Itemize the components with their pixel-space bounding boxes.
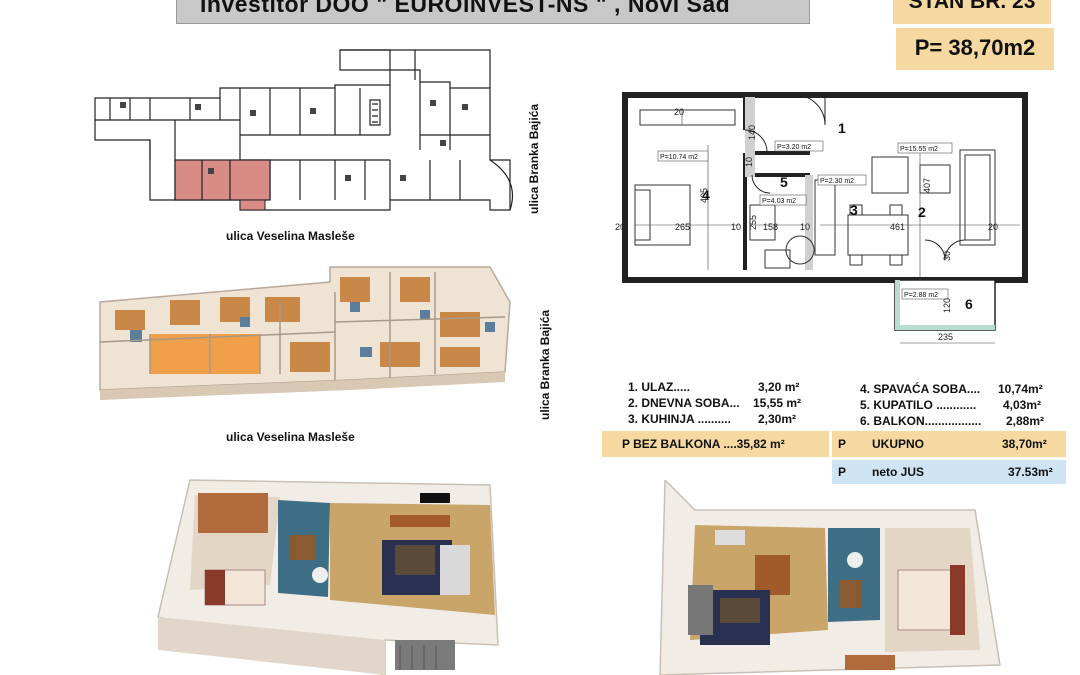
- dim-407: 407: [922, 178, 932, 193]
- street-label-east-2: ulica Branka Bajića: [538, 309, 552, 420]
- dim-30: 30: [942, 251, 952, 261]
- legend-item-3-value: 2,30m²: [758, 412, 797, 426]
- legend-item-2-value: 15,55 m²: [753, 396, 802, 410]
- room-area-5: P=4.03 m2: [762, 198, 796, 205]
- header-bar: [176, 0, 810, 24]
- dim-10-a: 10: [731, 222, 741, 232]
- total-area-value: 38,70m²: [1002, 437, 1047, 451]
- legend-item-4-value: 10,74m²: [998, 382, 1043, 396]
- room-number-2: 2: [918, 204, 926, 220]
- room-area-6: P=2.88 m2: [904, 292, 938, 299]
- net-area-value: 37.53m²: [1008, 465, 1053, 479]
- building-3d-render: [99, 266, 511, 400]
- legend-item-1-label: 1. ULAZ.....: [628, 380, 691, 394]
- room-area-2: P=15.55 m2: [900, 146, 938, 153]
- dim-120: 120: [942, 298, 952, 313]
- total-area-label: UKUPNO: [872, 437, 925, 451]
- room-number-4: 4: [702, 187, 710, 203]
- area-badge: [896, 28, 1054, 70]
- dim-265: 265: [675, 222, 690, 232]
- legend-item-4-label: 4. SPAVAĆA SOBA....: [860, 382, 981, 396]
- dim-235: 235: [938, 332, 953, 342]
- street-label-east-1: ulica Branka Bajića: [527, 103, 541, 214]
- dim-20-right: 20: [988, 222, 998, 232]
- unit-badge: [893, 0, 1051, 24]
- room-area-3: P=2.30 m2: [820, 178, 854, 185]
- legend-item-1-value: 3,20 m²: [758, 380, 800, 394]
- dim-20-top: 20: [674, 107, 684, 117]
- dim-255: 255: [748, 215, 758, 230]
- room-number-3: 3: [850, 202, 858, 218]
- building-floorplan-drawing: [94, 49, 514, 211]
- dim-10-c: 10: [744, 157, 754, 167]
- room-number-6: 6: [965, 296, 973, 312]
- room-number-1: 1: [838, 120, 846, 136]
- dim-10-b: 10: [800, 222, 810, 232]
- room-number-5: 5: [780, 174, 788, 190]
- unit-floorplan-drawing: P=10.74 m2 P=3.20 m2 P=15.55 m2 P=2.30 m…: [615, 92, 1028, 344]
- investor-title: Investitor DOO " EUROINVEST-NS " , Novi …: [200, 0, 731, 17]
- legend-item-5-value: 4,03m²: [1003, 398, 1042, 412]
- unit-3d-render-right: [659, 480, 1001, 675]
- net-area-p: P: [838, 465, 847, 479]
- net-area-box: [832, 460, 1066, 484]
- room-area-4: P=10.74 m2: [660, 154, 698, 161]
- street-label-south-2: ulica Veselina Masleše: [226, 430, 355, 444]
- legend-item-5-label: 5. KUPATILO ............: [860, 398, 977, 412]
- area-without-balcony: P BEZ BALKONA ....35,82 m²: [622, 437, 785, 451]
- dim-461: 461: [890, 222, 905, 232]
- dim-405: 405: [699, 188, 709, 203]
- total-area-box: [832, 431, 1066, 457]
- legend-item-2-label: 2. DNEVNA SOBA...: [628, 396, 740, 410]
- legend-item-6-label: 6. BALKON.................: [860, 414, 982, 428]
- dim-20-left: 20: [615, 222, 625, 232]
- unit-number: STAN BR. 23: [908, 0, 1036, 13]
- unit-area: P= 38,70m2: [914, 35, 1036, 60]
- dim-158: 158: [763, 222, 778, 232]
- dim-140: 140: [747, 125, 757, 140]
- unit-3d-render-left: [157, 479, 499, 675]
- legend-item-6-value: 2,88m²: [1006, 414, 1045, 428]
- net-area-label: neto JUS: [872, 465, 925, 479]
- street-label-south-1: ulica Veselina Masleše: [226, 229, 355, 243]
- legend-item-3-label: 3. KUHINJA ..........: [628, 412, 731, 426]
- hall-area: P=3.20 m2: [777, 144, 811, 151]
- area-without-balcony-box: [602, 431, 829, 457]
- total-area-p: P: [838, 437, 847, 451]
